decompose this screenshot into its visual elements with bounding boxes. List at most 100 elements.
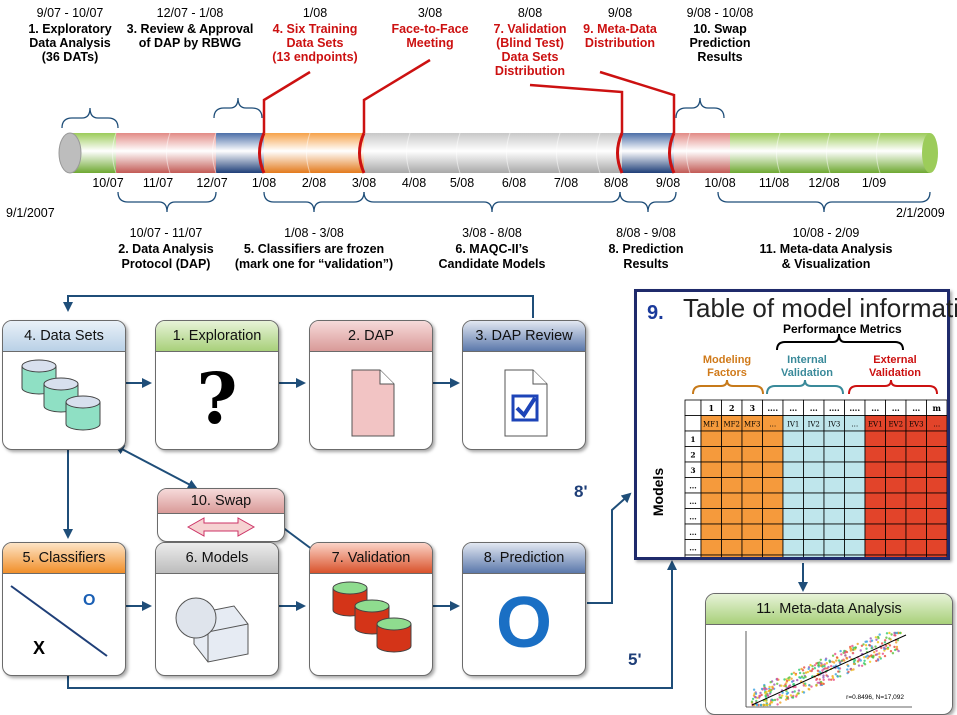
prediction-box-title: 8. Prediction: [463, 543, 585, 574]
scatter-plot-thumbnail: r=0.8496, N=17,092: [706, 625, 952, 713]
table-cell: [823, 539, 845, 556]
group-label: Modeling: [702, 354, 752, 366]
group-label: Validation: [869, 367, 921, 379]
dap-review-box-title: 3. DAP Review: [463, 321, 585, 352]
timeline-tick: 11/08: [758, 176, 790, 190]
table-cell: [885, 477, 907, 494]
timeline-top-label: (Blind Test): [496, 36, 564, 50]
dap-box-body: [310, 352, 432, 449]
timeline-top-label: of DAP by RBWG: [138, 36, 242, 50]
table-cell: [741, 554, 763, 557]
timeline-top-date: 9/07 - 10/07: [36, 6, 104, 20]
table-col-number: m: [933, 403, 942, 413]
table-cell: [721, 446, 743, 463]
table-cell: [885, 430, 907, 447]
table-col-number: ….: [829, 403, 840, 413]
timeline-bottom-label: Protocol (DAP): [121, 257, 211, 271]
table-cell: [864, 539, 886, 556]
timeline-segment: [622, 133, 674, 173]
table-cell: [864, 554, 886, 557]
table-cell: [864, 430, 886, 447]
group-label: External: [873, 354, 917, 366]
swap-box-title: 10. Swap: [158, 489, 284, 514]
exploration-box-title: 1. Exploration: [156, 321, 278, 352]
table-cell: [926, 508, 947, 525]
table-cell: [741, 430, 763, 447]
dap-review-box-body: [463, 352, 585, 449]
table-cell: [926, 477, 947, 494]
table-cell: [762, 539, 784, 556]
table-cell: [700, 446, 722, 463]
table-cell: [721, 508, 743, 525]
table-col-header: IV2: [808, 421, 820, 429]
data-sets-box: 4. Data Sets: [2, 320, 126, 450]
timeline-tick: 3/08: [351, 176, 377, 190]
milestone-marker: [616, 132, 624, 174]
table-col-header: EV1: [868, 421, 883, 429]
group-label: Factors: [707, 367, 747, 379]
double-arrow-icon: [186, 517, 256, 537]
timeline-bottom-label: Results: [623, 257, 669, 271]
table-cell: [905, 461, 927, 478]
table-cell: [926, 492, 947, 509]
timeline-bottom-date: 10/07 - 11/07: [129, 226, 203, 240]
timeline-bottom-date: 1/08 - 3/08: [284, 226, 344, 240]
table-cell: [926, 554, 947, 557]
document-icon: [351, 369, 395, 437]
timeline-segment: [216, 133, 264, 173]
models-box-title: 6. Models: [156, 543, 278, 574]
models-axis-label: Models: [650, 468, 666, 516]
table-cell: [926, 446, 947, 463]
table-row-label: …: [689, 544, 697, 553]
table-cell: [864, 508, 886, 525]
table-cell: [823, 508, 845, 525]
timeline-bottom-label: 8. Prediction: [608, 242, 684, 256]
timeline-top-label: 9. Meta-Data: [583, 22, 657, 36]
milestone-marker: [358, 132, 366, 174]
table-cell: [926, 539, 947, 556]
timeline-bottom-date: 8/08 - 9/08: [616, 226, 676, 240]
table-row-label: 3: [690, 466, 695, 475]
table-cell: [762, 461, 784, 478]
exploration-box-body: ?: [156, 352, 278, 449]
timeline-bottom-label: 6. MAQC-II’s: [455, 242, 529, 256]
timeline-bottom-label: Candidate Models: [438, 257, 546, 271]
table-cell: [700, 430, 722, 447]
table-cell: [803, 554, 825, 557]
timeline-top-date: 9/08: [607, 6, 633, 20]
timeline-tick: 4/08: [401, 176, 427, 190]
validation-box-title: 7. Validation: [310, 543, 432, 574]
table-cell: [905, 477, 927, 494]
table-col-header: IV1: [787, 421, 799, 429]
table-cell: [782, 446, 804, 463]
timeline-top-label: Face-to-Face: [391, 22, 469, 36]
timeline-top-label: Data Sets: [286, 36, 344, 50]
table-cell: [844, 492, 866, 509]
arrow-label-5prime: 5': [628, 650, 642, 669]
table-row-label: …: [689, 528, 697, 537]
timeline-top-label: Data Analysis: [29, 36, 111, 50]
table-cell: [844, 523, 866, 540]
table-cell: [700, 539, 722, 556]
timeline-top-label: Data Sets: [501, 50, 559, 64]
dap-box: 2. DAP: [309, 320, 433, 450]
question-mark-icon: ?: [196, 357, 238, 440]
arrow-classifiers-to-table: [67, 560, 677, 689]
table-cell: [823, 430, 845, 447]
table-cell: [782, 523, 804, 540]
timeline-bar: [58, 132, 938, 174]
timeline-top-label: 10. Swap: [693, 22, 747, 36]
table-cell: [741, 523, 763, 540]
table-cell: [905, 492, 927, 509]
flow-connectors: [63, 295, 808, 689]
timeline-top-label: 1. Exploratory: [28, 22, 112, 36]
table-cell: [741, 508, 763, 525]
arrow-review-to-datasets: [63, 295, 534, 318]
timeline-top-label: Prediction: [689, 36, 751, 50]
table-col-header: …: [933, 421, 940, 429]
timeline-bottom-label: 2. Data Analysis: [118, 242, 214, 256]
timeline-bottom-date: 3/08 - 8/08: [462, 226, 522, 240]
timeline-segment: [364, 133, 622, 173]
models-box: 6. Models: [155, 542, 279, 676]
